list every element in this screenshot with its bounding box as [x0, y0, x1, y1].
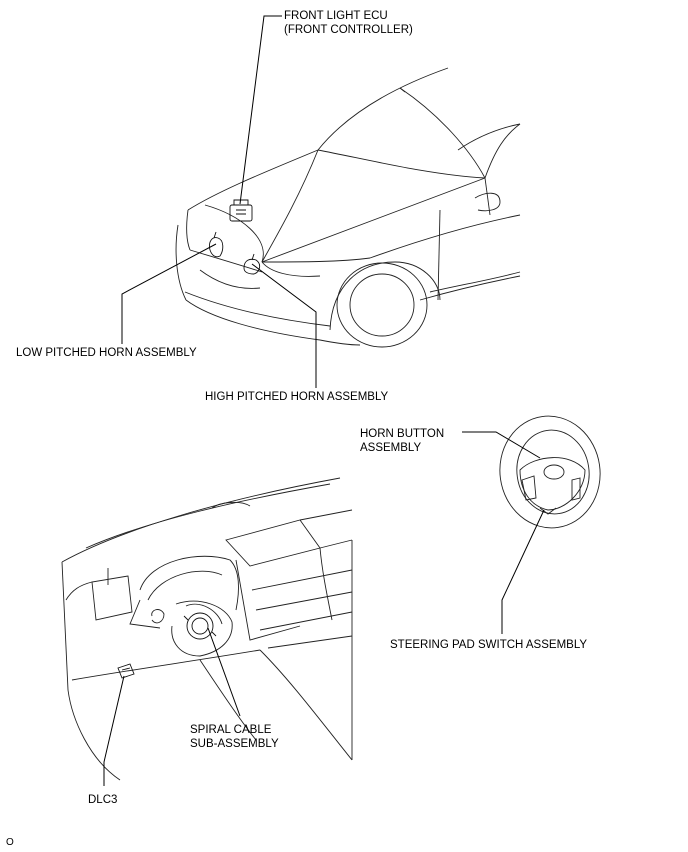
dashboard-leader-lines: [103, 627, 241, 786]
dlc3-part: [117, 663, 135, 679]
steering-leader-lines: [462, 431, 545, 634]
low-pitched-horn-part: [209, 231, 224, 258]
high-pitched-horn-label: HIGH PITCHED HORN ASSEMBLY: [205, 391, 389, 403]
spiral-cable-part: [183, 612, 217, 640]
front-light-ecu-part: [229, 199, 253, 222]
front-light-ecu-label: FRONT LIGHT ECU (FRONT CONTROLLER): [284, 10, 413, 36]
steering-pad-switch-label: STEERING PAD SWITCH ASSEMBLY: [390, 639, 588, 651]
dashboard-illustration: [61, 477, 353, 781]
high-pitched-horn-part: [243, 253, 261, 275]
low-pitched-horn-label: LOW PITCHED HORN ASSEMBLY: [16, 347, 197, 359]
figure-code: O: [6, 837, 14, 848]
car-leader-lines: [121, 15, 317, 388]
horn-button-label: HORN BUTTON ASSEMBLY: [360, 428, 445, 454]
dlc3-label: DLC3: [88, 794, 118, 806]
spiral-cable-label: SPIRAL CABLE SUB-ASSEMBLY: [190, 724, 279, 750]
car-illustration: [175, 67, 521, 348]
steering-wheel-illustration: [499, 415, 601, 529]
